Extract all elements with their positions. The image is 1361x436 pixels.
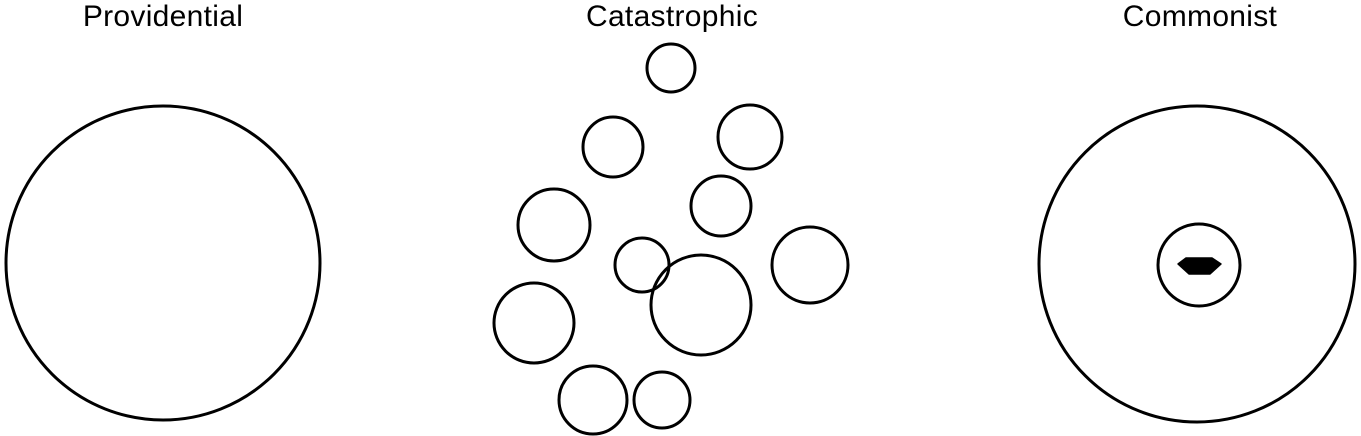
catastrophic-circle-11 [632, 370, 692, 430]
catastrophic-circle-2 [581, 115, 645, 179]
catastrophic-circle-8 [649, 253, 753, 357]
panel-title-catastrophic: Catastrophic [585, 0, 758, 33]
catastrophic-circle-5 [516, 187, 592, 263]
catastrophic-circle-3 [716, 103, 784, 171]
providential-panel [4, 104, 322, 422]
catastrophic-panel [492, 42, 850, 436]
commonist-circle-2 [1156, 222, 1242, 308]
catastrophic-circle-6 [613, 236, 671, 294]
commonist-panel [1037, 104, 1357, 424]
panel-title-commonist: Commonist [1122, 0, 1278, 33]
panel-title-providential: Providential [82, 0, 244, 33]
catastrophic-circle-7 [770, 225, 850, 305]
catastrophic-circle-9 [492, 281, 576, 365]
commonist-circle-1 [1037, 104, 1357, 424]
catastrophic-circle-1 [645, 42, 697, 94]
providential-circle-1 [4, 104, 322, 422]
catastrophic-circle-4 [689, 174, 753, 238]
hexagon-core [1177, 257, 1222, 275]
catastrophic-circle-10 [557, 364, 629, 436]
